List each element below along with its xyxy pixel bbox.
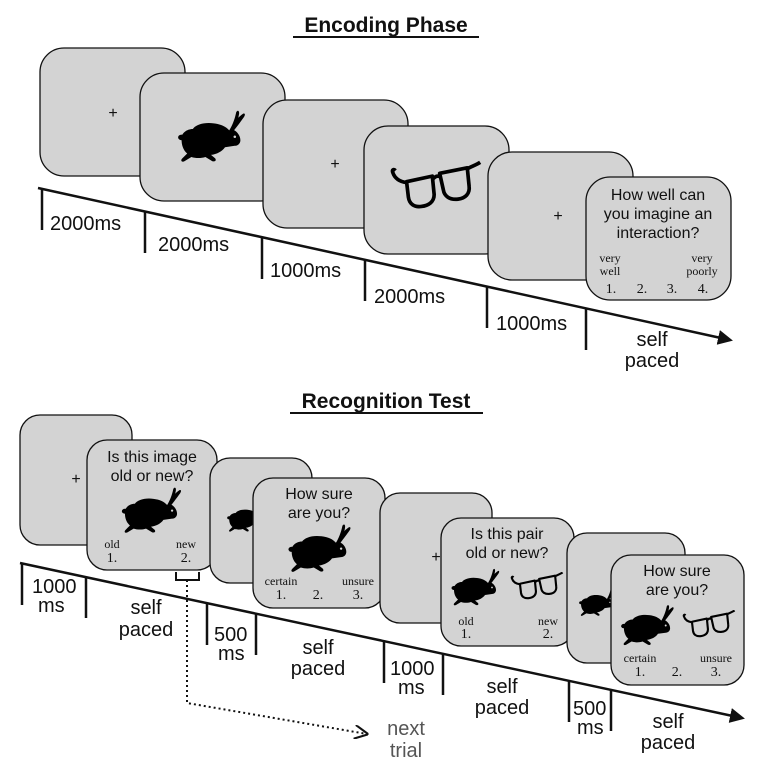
unsure-label: unsure (342, 574, 374, 588)
option-2: 2. (181, 551, 192, 566)
self-paced-label-2: paced (119, 619, 174, 641)
duration-label: 500 (573, 698, 606, 720)
response-bracket (175, 572, 200, 581)
scale-number-3: 3. (667, 282, 678, 297)
duration-label: 1000 (390, 658, 435, 680)
option-2: 2. (672, 665, 683, 680)
option-1: 1. (276, 588, 287, 603)
duration-label: 2000ms (50, 213, 121, 235)
self-paced-label-2: paced (291, 658, 346, 680)
scale-right-label-2: poorly (686, 264, 717, 278)
scale-number-1: 1. (606, 282, 617, 297)
duration-unit: ms (398, 677, 425, 699)
duration-unit: ms (577, 717, 604, 739)
duration-label: 500 (214, 624, 247, 646)
recognition-timeline-arrow (19, 561, 745, 723)
certain-label: certain (624, 651, 657, 665)
fixation-cross: + (71, 471, 80, 488)
duration-unit: ms (218, 643, 245, 665)
new-label: new (176, 537, 196, 551)
duration-label: 2000ms (374, 286, 445, 308)
how-sure-card (610, 554, 745, 686)
old-label: old (458, 614, 473, 628)
unsure-label: unsure (700, 651, 732, 665)
fixation-cross: + (553, 208, 562, 225)
option-3: 3. (711, 665, 722, 680)
question-line-1: How sure (643, 563, 711, 580)
duration-unit: ms (38, 595, 65, 617)
glasses-card (363, 125, 510, 255)
imagine-question-card (585, 176, 732, 301)
question-line-2: you imagine an (604, 206, 713, 223)
recognition-test: Recognition Test + Is this image old or … (19, 390, 745, 762)
encoding-title: Encoding Phase (304, 14, 467, 37)
certain-label: certain (265, 574, 298, 588)
encoding-phase: Encoding Phase + + + How well can you im… (37, 14, 733, 372)
duration-label: 1000ms (270, 260, 341, 282)
self-paced-label-1: self (486, 676, 518, 698)
recognition-title: Recognition Test (302, 390, 471, 413)
next-trial-label-2: trial (390, 740, 422, 762)
self-paced-label-2: paced (625, 350, 680, 372)
scale-number-4: 4. (698, 282, 709, 297)
option-2: 2. (543, 627, 554, 642)
question-line-1: How sure (285, 486, 353, 503)
question-line-1: Is this pair (471, 526, 545, 543)
question-line-1: Is this image (107, 449, 197, 466)
option-1: 1. (461, 627, 472, 642)
duration-label: 2000ms (158, 234, 229, 256)
scale-number-2: 2. (637, 282, 648, 297)
question-line-3: interaction? (617, 225, 700, 242)
question-line-2: old or new? (466, 545, 549, 562)
option-3: 3. (353, 588, 364, 603)
duration-label: 1000 (32, 576, 77, 598)
duration-label: 1000ms (496, 313, 567, 335)
self-paced-label-2: paced (475, 697, 530, 719)
next-trial-arrow (186, 580, 367, 734)
old-label: old (104, 537, 119, 551)
option-2: 2. (313, 588, 324, 603)
scale-left-label-1: very (599, 251, 620, 265)
next-trial-label-1: next (387, 718, 425, 740)
self-paced-label-1: self (636, 329, 668, 351)
new-label: new (538, 614, 558, 628)
self-paced-label-2: paced (641, 732, 696, 754)
fixation-cross: + (330, 156, 339, 173)
fixation-cross: + (108, 105, 117, 122)
option-1: 1. (635, 665, 646, 680)
encoding-timeline-arrow (37, 186, 733, 345)
scale-left-label-2: well (600, 264, 621, 278)
question-line-2: old or new? (111, 468, 194, 485)
question-line-2: are you? (646, 582, 708, 599)
self-paced-label-1: self (302, 637, 334, 659)
self-paced-label-1: self (652, 711, 684, 733)
fixation-cross: + (431, 549, 440, 566)
question-line-1: How well can (611, 187, 705, 204)
option-1: 1. (107, 551, 118, 566)
scale-right-label-1: very (691, 251, 712, 265)
question-line-2: are you? (288, 505, 350, 522)
self-paced-label-1: self (130, 597, 162, 619)
